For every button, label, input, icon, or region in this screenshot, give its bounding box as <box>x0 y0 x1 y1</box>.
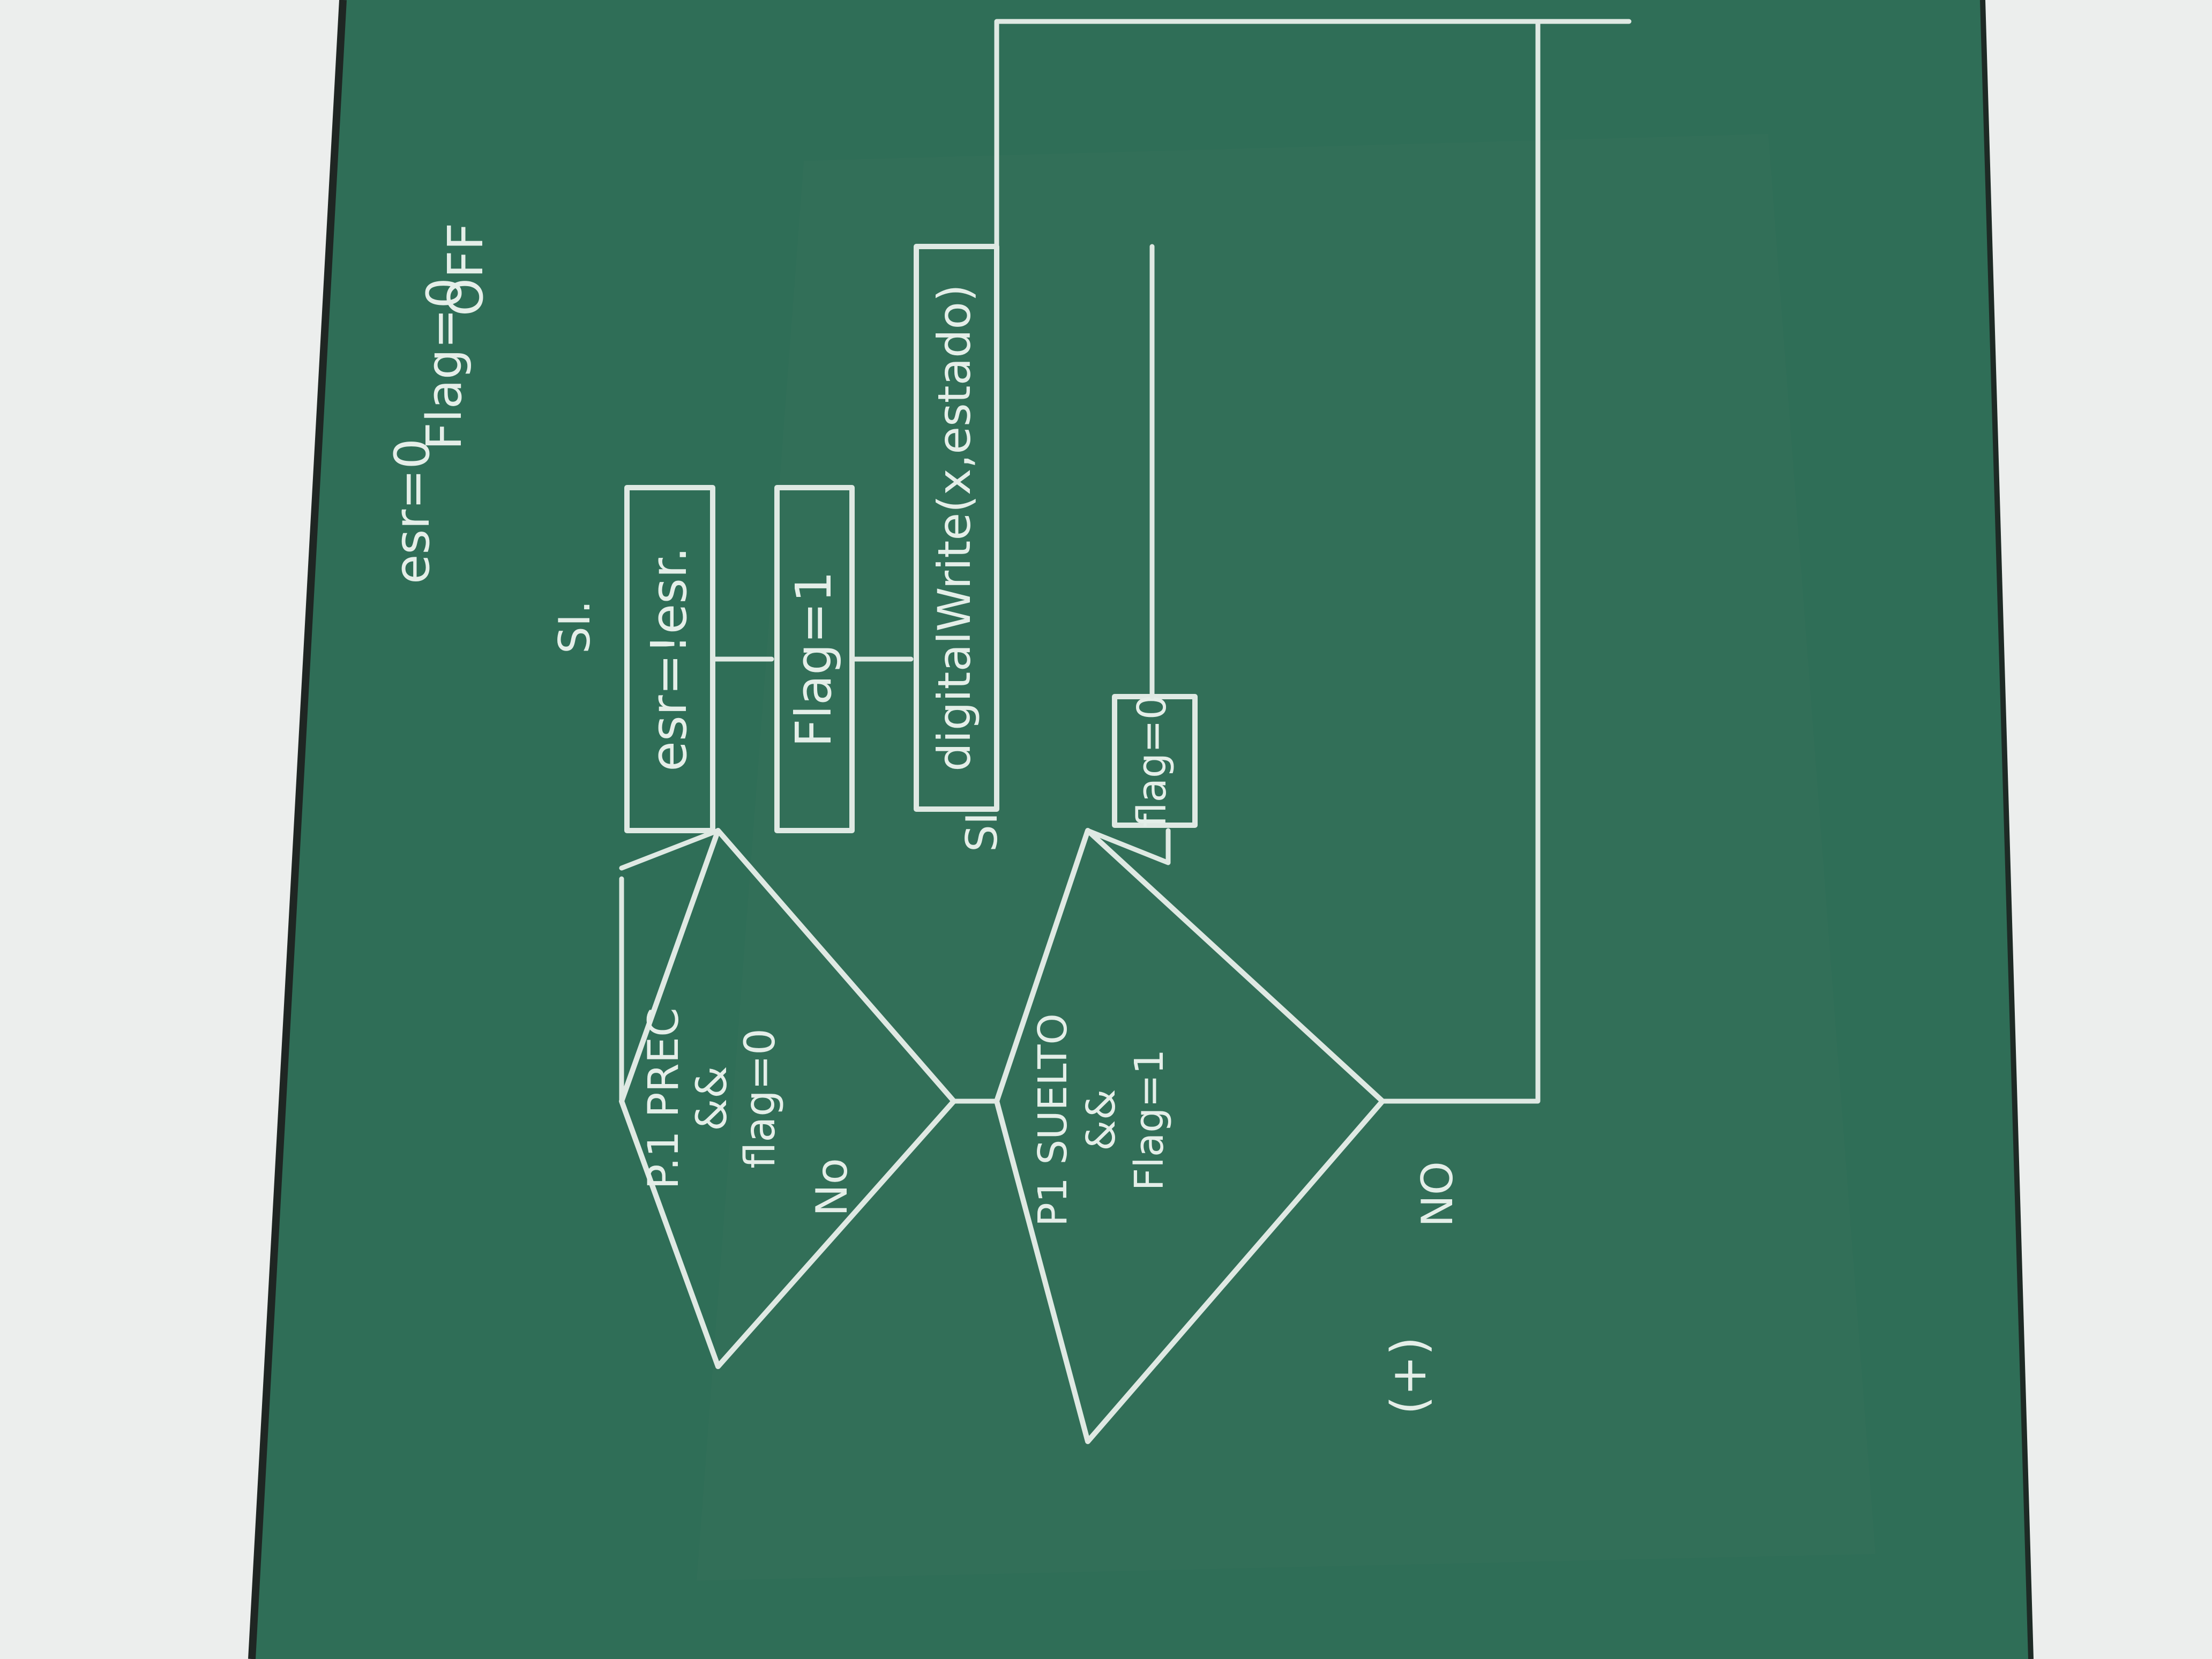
init-esr: esr=0 <box>384 438 440 584</box>
process4-text: flag=0 <box>1129 694 1175 827</box>
process1-text: esr=!esr. <box>640 547 698 771</box>
decision2-text: P1 SUELTO && Flag=1 <box>1030 1013 1172 1227</box>
decision1-text: P.1 PREC && flag=0 <box>640 1007 784 1189</box>
decision2-no-label: NO <box>1413 1161 1462 1227</box>
decision1-line3: flag=0 <box>736 1028 784 1168</box>
decision1-no-label: No <box>807 1158 857 1216</box>
loop-line <box>994 19 1632 249</box>
init-off: OFF <box>438 223 494 316</box>
decision1-line2: && <box>688 1066 736 1131</box>
chalkboard-smudge <box>697 134 1875 1581</box>
process4-box <box>1112 694 1198 828</box>
process3-text: digitalWrite(x,estado) <box>928 284 981 771</box>
decision2-line3: Flag=1 <box>1126 1049 1172 1191</box>
board-left-edge <box>248 0 347 1659</box>
footnote: (+) <box>1381 1336 1437 1415</box>
decision2-line1: P1 SUELTO <box>1030 1013 1076 1227</box>
decision1-yes-line <box>619 828 721 871</box>
decision2-line2: && <box>1078 1089 1124 1150</box>
decision1-line1: P.1 PREC <box>640 1007 688 1189</box>
decision2-no-line <box>1380 19 1541 1104</box>
decision2-yes-line <box>1085 828 1171 865</box>
decision2-yes-label: SI <box>957 812 1007 852</box>
decision1-yes-label: SI. <box>550 600 600 654</box>
init-flag: Flag=0 <box>416 278 473 450</box>
process2-text: Flag=1 <box>785 571 842 748</box>
board-right-edge <box>1980 0 2034 1659</box>
process3-box <box>914 244 999 812</box>
